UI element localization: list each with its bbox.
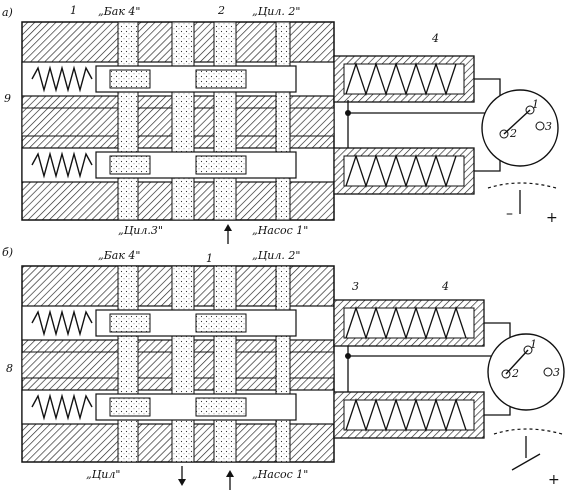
- panel-a-callout-1: 1: [70, 4, 77, 17]
- panel-b-switch-lever: [511, 453, 541, 471]
- panel-b-plus: +: [548, 472, 560, 488]
- panel-a-switch-num-3: 3: [545, 120, 552, 133]
- panel-b: б) „Бак 4" „Цил. 2" 1 3 4 8: [2, 246, 565, 490]
- panel-b-selector-switch: [487, 333, 565, 411]
- panel-b-lower-spring: [31, 393, 93, 421]
- panel-b-upper-land-2: [195, 313, 247, 333]
- panel-b-switch-num-2: 2: [511, 367, 519, 380]
- panel-b-lower-winding: [345, 397, 467, 433]
- panel-b-callout-3: 3: [352, 280, 359, 293]
- panel-b-port-cyl2: [275, 265, 291, 463]
- panel-a-callout-9: 9: [4, 92, 11, 105]
- panel-b-switch-blade: [505, 349, 529, 375]
- panel-a-port-center: [171, 21, 195, 221]
- panel-a-minus: –: [506, 206, 513, 222]
- panel-b-lever-arc: [493, 428, 563, 435]
- panel-b-upper-winding: [345, 305, 467, 341]
- panel-a-pump-arrowhead: [224, 224, 232, 231]
- panel-b-upper-spring: [31, 309, 93, 337]
- panel-a-lower-land-1: [109, 155, 151, 175]
- panel-b-callout-1: 1: [206, 252, 213, 265]
- panel-a-tag: a): [2, 6, 13, 19]
- panel-b-drain-arrowhead: [178, 479, 186, 486]
- panel-a-port-tank: [117, 21, 139, 221]
- panel-a-lever-arc: [487, 182, 557, 189]
- panel-b-lower-coil: [343, 399, 475, 431]
- panel-a-port-pump: [213, 21, 237, 221]
- panel-b-switch-num-3: 3: [553, 366, 560, 379]
- panel-b-upper-coil: [343, 307, 475, 339]
- panel-b-tag: б): [2, 246, 13, 259]
- panel-a-label-cyl2: „Цил. 2": [252, 5, 300, 18]
- panel-b-pump-arrowhead: [226, 470, 234, 477]
- panel-b-lower-land-1: [109, 397, 151, 417]
- panel-b-label-cyl2: „Цил. 2": [252, 249, 300, 262]
- panel-a-upper-winding: [345, 61, 457, 97]
- panel-a-lower-spring: [31, 151, 93, 179]
- panel-b-label-pump: „Насос 1": [252, 468, 308, 481]
- panel-a-upper-land-2: [195, 69, 247, 89]
- panel-b-junction: [345, 353, 351, 359]
- panel-b-port-center: [171, 265, 195, 463]
- panel-b-switch-num-1: 1: [530, 338, 537, 351]
- panel-a-lower-winding: [345, 153, 457, 189]
- panel-a-label-tank: „Бак 4": [98, 5, 140, 18]
- panel-a-switch-contact-3: [535, 121, 545, 131]
- panel-b-lower-land-2: [195, 397, 247, 417]
- panel-b-callout-8: 8: [6, 362, 13, 375]
- panel-b-port-tank: [117, 265, 139, 463]
- panel-a-junction: [345, 110, 351, 116]
- panel-b-callout-4: 4: [441, 280, 449, 293]
- panel-a-callout-2: 2: [217, 4, 225, 17]
- panel-b-label-tank: „Бак 4": [98, 249, 140, 262]
- panel-b-label-cyl: „Цил": [86, 468, 120, 481]
- panel-a-label-pump: „Насос 1": [252, 224, 308, 237]
- panel-a-switch-num-1: 1: [532, 98, 539, 111]
- panel-b-upper-land-1: [109, 313, 151, 333]
- panel-b-port-pump: [213, 265, 237, 463]
- panel-a-upper-land-1: [109, 69, 151, 89]
- panel-a-switch-num-2: 2: [509, 127, 517, 140]
- panel-a: a) „Бак 4" „Цил. 2" 1 2 4 9: [2, 4, 559, 244]
- panel-a-port-cyl2: [275, 21, 291, 221]
- panel-a-plus: +: [546, 210, 558, 226]
- panel-a-selector-switch: [481, 89, 559, 167]
- panel-a-switch-blade: [503, 109, 531, 135]
- panel-a-callout-4: 4: [431, 32, 439, 45]
- panel-a-label-cyl3: „Цил.3": [118, 224, 163, 237]
- panel-a-upper-spring: [31, 65, 93, 93]
- panel-a-lower-land-2: [195, 155, 247, 175]
- panel-b-switch-contact-3: [543, 367, 553, 377]
